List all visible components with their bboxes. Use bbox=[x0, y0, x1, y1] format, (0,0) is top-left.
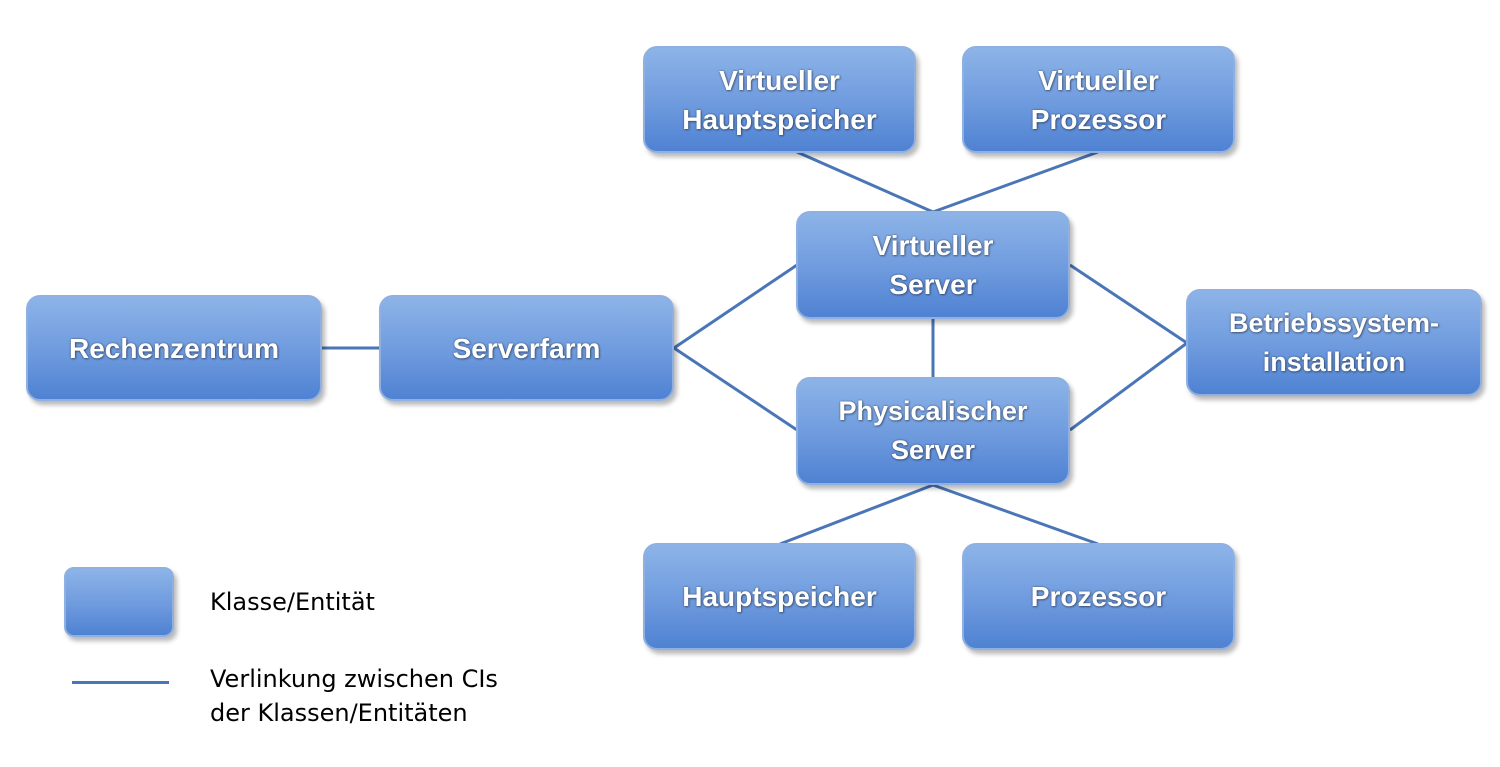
node-prozessor-label: Prozessor bbox=[1030, 581, 1167, 612]
link-phys-server-hauptspeicher bbox=[779, 483, 934, 546]
node-virtueller-prozessor-label: Virtueller Prozessor bbox=[1030, 64, 1167, 135]
node-rechenzentrum: Rechenzentrum bbox=[26, 295, 322, 401]
node-serverfarm: Serverfarm bbox=[379, 295, 674, 401]
node-virtueller-server: Virtueller Server bbox=[796, 211, 1070, 319]
node-rechenzentrum-label: Rechenzentrum bbox=[68, 332, 280, 364]
legend-entity-swatch bbox=[64, 567, 174, 637]
node-hauptspeicher: Hauptspeicher bbox=[643, 543, 916, 650]
link-virt-server-betriebssystem bbox=[1069, 263, 1188, 345]
node-serverfarm-label: Serverfarm bbox=[452, 332, 601, 364]
link-serverfarm-virtueller-server bbox=[673, 263, 798, 350]
link-virt-hauptspeicher-virt-server bbox=[796, 150, 934, 214]
node-virtueller-hauptspeicher: Virtueller Hauptspeicher bbox=[643, 46, 916, 153]
legend-link-label: Verlinkung zwischen CIs der Klassen/Enti… bbox=[210, 665, 498, 727]
legend-entity-label: Klasse/Entität bbox=[210, 588, 375, 616]
node-physicalischer-server-label: Physicalischer Server bbox=[838, 396, 1028, 465]
link-virt-prozessor-virt-server bbox=[932, 150, 1099, 214]
node-virtueller-hauptspeicher-label: Virtueller Hauptspeicher bbox=[682, 64, 877, 135]
link-phys-server-betriebssystem bbox=[1069, 341, 1188, 432]
node-prozessor: Prozessor bbox=[962, 543, 1235, 650]
node-betriebssysteminstallation-label: Betriebssystem- installation bbox=[1228, 307, 1440, 377]
link-serverfarm-physicalischer-server bbox=[673, 346, 798, 432]
node-hauptspeicher-label: Hauptspeicher bbox=[682, 581, 877, 612]
node-virtueller-prozessor: Virtueller Prozessor bbox=[962, 46, 1235, 153]
legend-link-swatch bbox=[72, 681, 169, 684]
node-betriebssysteminstallation: Betriebssystem- installation bbox=[1186, 289, 1482, 396]
link-phys-server-prozessor bbox=[932, 483, 1099, 546]
node-physicalischer-server: Physicalischer Server bbox=[796, 377, 1070, 485]
node-virtueller-server-label: Virtueller Server bbox=[872, 230, 994, 300]
